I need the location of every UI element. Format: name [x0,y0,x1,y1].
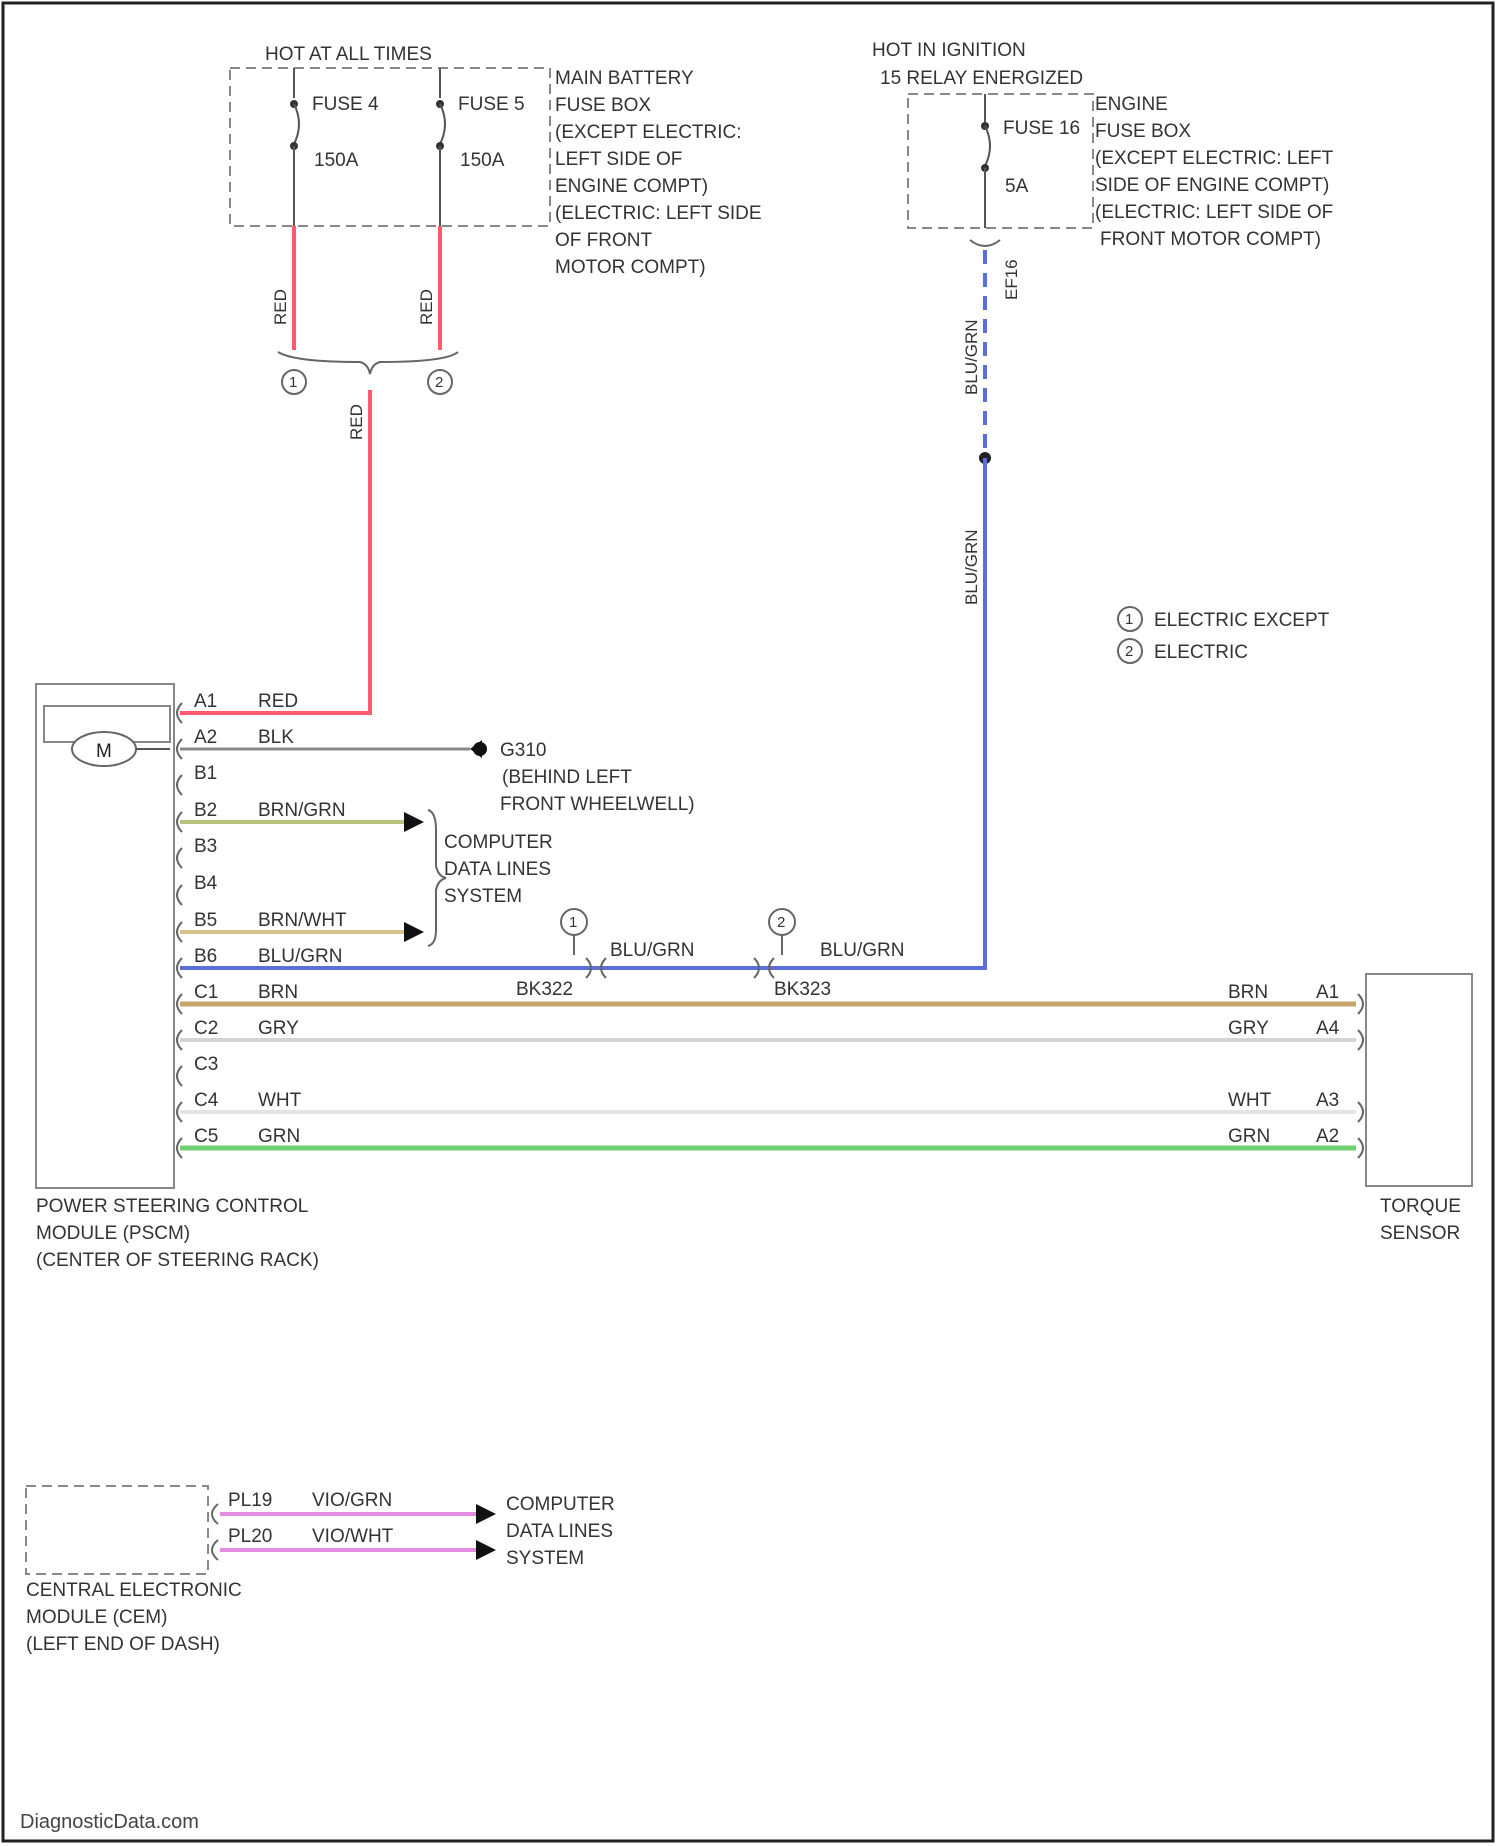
torque-sensor-pin-id: A1 [1316,982,1339,1003]
svg-text:SIDE OF ENGINE COMPT): SIDE OF ENGINE COMPT) [1095,175,1329,196]
pscm-name-3: (CENTER OF STEERING RACK) [36,1250,319,1271]
svg-text:MOTOR COMPT): MOTOR COMPT) [555,257,706,278]
motor-symbol: M [96,741,112,762]
svg-text:DATA LINES: DATA LINES [444,859,551,880]
torque-sensor-pin-wire-color: GRN [1228,1126,1270,1147]
wire-joined-color-label: RED [347,404,366,440]
svg-text:PL19: PL19 [228,1490,272,1511]
svg-text:SYSTEM: SYSTEM [506,1548,584,1569]
b6-wire-1: BLU/GRN [610,940,694,961]
svg-text:OF FRONT: OF FRONT [555,230,652,251]
pscm-pin-wire-color: WHT [258,1090,302,1111]
svg-text:2: 2 [1125,643,1133,660]
pscm-pin-wire-color: BRN [258,982,298,1003]
svg-text:VIO/WHT: VIO/WHT [312,1526,394,1547]
wire-b-color-label: RED [417,289,436,325]
pscm-pin-id: B5 [194,910,217,931]
svg-text:VIO/GRN: VIO/GRN [312,1490,392,1511]
fusebox-engine-header-1: HOT IN IGNITION [872,40,1026,61]
ground-desc-1: (BEHIND LEFT [502,767,632,788]
svg-text:(EXCEPT ELECTRIC: LEFT: (EXCEPT ELECTRIC: LEFT [1095,148,1334,169]
svg-text:MAIN BATTERY: MAIN BATTERY [555,68,694,89]
fuse-16-label: FUSE 16 [1003,118,1080,139]
svg-text:DATA LINES: DATA LINES [506,1521,613,1542]
torque-sensor-pin-id: A3 [1316,1090,1339,1111]
pscm-pin-id: B1 [194,763,217,784]
watermark: DiagnosticData.com [20,1811,199,1833]
b6-wire-2: BLU/GRN [820,940,904,961]
svg-text:COMPUTER: COMPUTER [444,832,553,853]
pscm-pin-id: B3 [194,836,217,857]
svg-text:FUSE BOX: FUSE BOX [1095,121,1191,142]
pscm-pin-id: C2 [194,1018,218,1039]
cem-name-1: CENTRAL ELECTRONIC [26,1580,242,1601]
torque-sensor-pin-id: A4 [1316,1018,1340,1039]
svg-text:LEFT SIDE OF: LEFT SIDE OF [555,149,682,170]
svg-text:FUSE BOX: FUSE BOX [555,95,651,116]
pscm-name-2: MODULE (PSCM) [36,1223,190,1244]
ground-desc-2: FRONT WHEELWELL) [500,794,695,815]
svg-text:1: 1 [1125,611,1133,628]
svg-text:(ELECTRIC: LEFT SIDE: (ELECTRIC: LEFT SIDE [555,203,762,224]
pscm-pin-id: B2 [194,800,217,821]
splice-marker-1: 1 [282,370,306,394]
fuse-a-label: FUSE 4 [312,94,379,115]
fusebox-main-header: HOT AT ALL TIMES [265,44,432,65]
pscm-pin-wire-color: RED [258,691,298,712]
torque-sensor-pin-id: A2 [1316,1126,1339,1147]
b6-connector-1: BK322 [516,979,573,1000]
pscm-pin-id: A1 [194,691,217,712]
fuse-a-rating: 150A [314,150,359,171]
connector-ef16-label: EF16 [1002,259,1021,300]
torque-sensor-pin-wire-color: GRY [1228,1018,1269,1039]
torque-sensor-name-2: SENSOR [1380,1223,1460,1244]
page-frame [3,3,1493,1841]
svg-text:ENGINE COMPT): ENGINE COMPT) [555,176,708,197]
svg-text:(EXCEPT ELECTRIC:: (EXCEPT ELECTRIC: [555,122,742,143]
svg-text:SYSTEM: SYSTEM [444,886,522,907]
pscm-pin-wire-color: BRN/WHT [258,910,347,931]
splice-marker-2: 2 [428,370,452,394]
svg-text:1: 1 [289,374,297,391]
pscm-pin-id: C1 [194,982,218,1003]
fuse-16-rating: 5A [1005,176,1029,197]
pscm-pin-id: C4 [194,1090,219,1111]
fuse-b-label: FUSE 5 [458,94,525,115]
pscm-pin-id: A2 [194,727,217,748]
svg-text:FRONT MOTOR COMPT): FRONT MOTOR COMPT) [1100,229,1321,250]
wire-a-color-label: RED [271,289,290,325]
torque-sensor-name-1: TORQUE [1380,1196,1461,1217]
svg-text:2: 2 [777,914,785,931]
svg-text:PL20: PL20 [228,1526,272,1547]
svg-text:(ELECTRIC: LEFT SIDE OF: (ELECTRIC: LEFT SIDE OF [1095,202,1333,223]
cem-name-3: (LEFT END OF DASH) [26,1634,220,1655]
svg-text:ELECTRIC: ELECTRIC [1154,642,1248,663]
torque-sensor-pin-wire-color: WHT [1228,1090,1272,1111]
pscm-pin-wire-color: BLU/GRN [258,946,342,967]
b6-connector-2: BK323 [774,979,831,1000]
pscm-pin-wire-color: BRN/GRN [258,800,346,821]
pscm-pin-wire-color: BLK [258,727,294,748]
svg-text:1: 1 [569,914,577,931]
pscm-pin-wire-color: GRN [258,1126,300,1147]
pscm-pin-id: B4 [194,873,218,894]
cem-name-2: MODULE (CEM) [26,1607,167,1628]
pscm-pin-wire-color: GRY [258,1018,299,1039]
torque-sensor-pin-wire-color: BRN [1228,982,1268,1003]
wire-upper-color-label: BLU/GRN [962,319,981,395]
svg-text:ENGINE: ENGINE [1095,94,1168,115]
svg-text:ELECTRIC EXCEPT: ELECTRIC EXCEPT [1154,610,1330,631]
svg-text:COMPUTER: COMPUTER [506,1494,615,1515]
svg-text:2: 2 [435,374,443,391]
pscm-pin-id: C3 [194,1054,218,1075]
pscm-pin-id: B6 [194,946,217,967]
wire-lower-color-label: BLU/GRN [962,529,981,605]
pscm-pin-id: C5 [194,1126,218,1147]
fusebox-engine-header-2: 15 RELAY ENERGIZED [880,68,1083,89]
pscm-name-1: POWER STEERING CONTROL [36,1196,308,1217]
fuse-b-rating: 150A [460,150,505,171]
ground-id: G310 [500,740,546,761]
